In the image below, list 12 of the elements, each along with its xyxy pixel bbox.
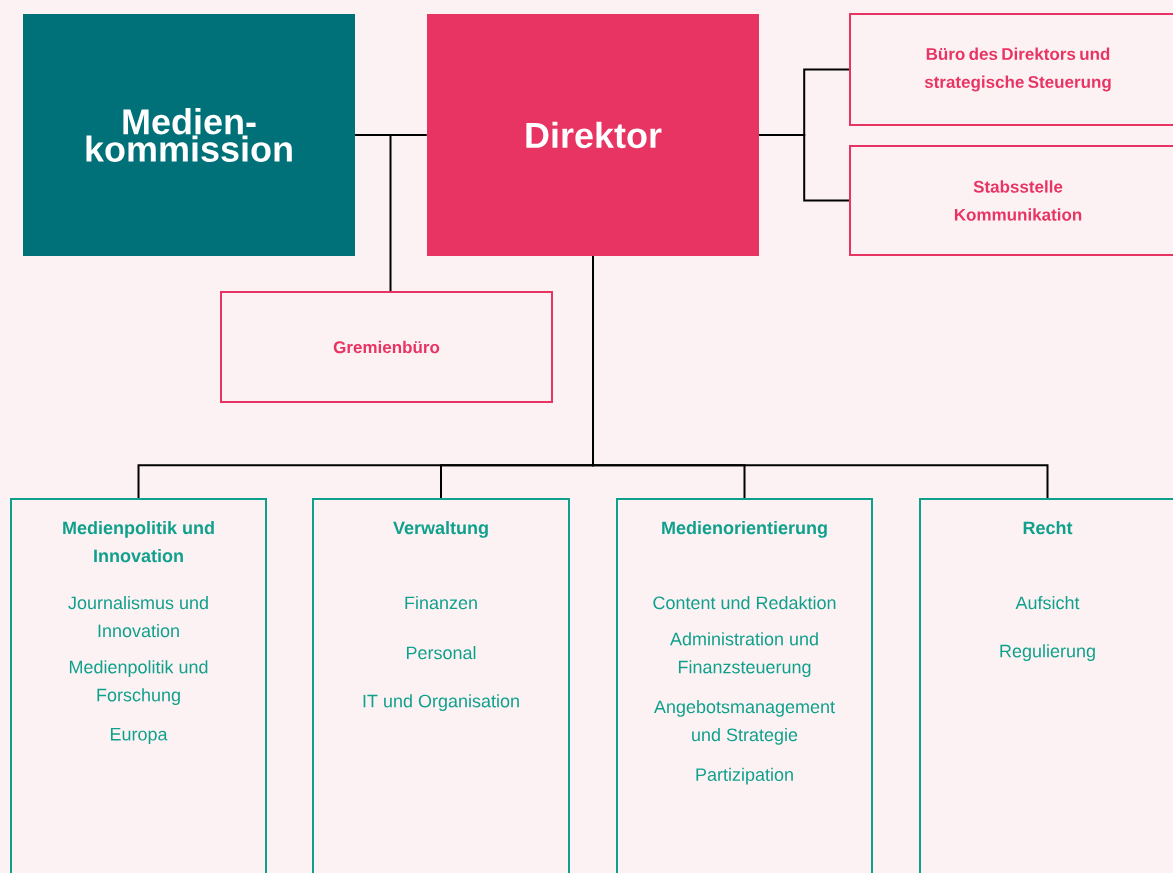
connector-line [592, 255, 1049, 499]
connector-line [758, 134, 850, 202]
department-box: Medienorientierung Content und Redaktion Administration und Finanzsteuerung Angebotsmanagement und Strategie Partizipation [616, 498, 873, 873]
unit-box: Gremienbüro [220, 291, 553, 403]
director-box: Direktor [427, 14, 759, 256]
unit-box: Stabsstelle Kommunikation [849, 145, 1173, 256]
board-box: Medien- kommission [23, 14, 355, 256]
unit-box: Büro des Direktors und strategische Steuerung [849, 13, 1173, 126]
department-box: Recht Aufsicht Regulierung [919, 498, 1173, 873]
department-box: Verwaltung Finanzen Personal IT und Organisation [312, 498, 570, 873]
connector-line [354, 134, 392, 292]
department-box: Medienpolitik und Innovation Journalismus und Innovation Medienpolitik und Forschung Europa [10, 498, 267, 873]
